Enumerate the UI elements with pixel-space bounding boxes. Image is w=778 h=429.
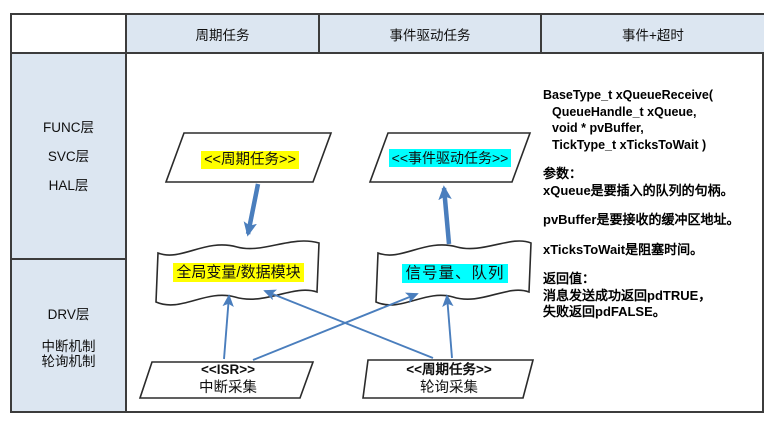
polling-label: 轮询采集 — [420, 380, 478, 396]
code-line-1: BaseType_t xQueueReceive( — [543, 88, 713, 102]
column2-divider — [318, 15, 320, 54]
header-cell-event-timeout: 事件+超时 — [542, 15, 764, 52]
event-task-label-wrap: <<事件驱动任务>> — [370, 148, 530, 168]
param-pvbuffer-desc: pvBuffer是要接收的缓冲区地址。 — [543, 212, 740, 227]
layer-task-table: 周期任务 事件驱动任务 事件+超时 FUNC层 SVC层 HAL层 DRV层 中… — [10, 13, 764, 413]
isr-stereotype-label: <<ISR>> — [200, 362, 256, 377]
semaphore-queue-label-wrap: 信号量、队列 — [375, 261, 535, 283]
arrow-periodic-to-global-icon — [243, 183, 261, 237]
arrow-polling-to-global-icon — [263, 289, 434, 359]
arrow-polling-to-queue-icon — [442, 294, 454, 359]
column3-divider — [540, 15, 542, 54]
arrow-isr-to-global-icon — [222, 294, 234, 360]
return-section-label: 返回值： — [543, 271, 596, 286]
sidebar-row-divider — [12, 258, 127, 260]
sidebar-cell-drv: DRV层 中断机制 轮询机制 — [12, 260, 125, 411]
return-fail-desc: 失败返回pdFALSE。 — [543, 304, 666, 319]
polling-label-wrap: <<周期任务>> 轮询采集 — [363, 360, 535, 398]
polling-parallelogram — [362, 359, 535, 399]
sidebar-cell-func-svc-hal: FUNC层 SVC层 HAL层 — [12, 54, 125, 258]
param-xqueue-desc: xQueue是要插入的队列的句柄。 — [543, 182, 734, 198]
event-task-label: <<事件驱动任务>> — [388, 149, 512, 167]
code-line-3: void * pvBuffer, — [552, 121, 644, 135]
global-data-label-wrap: 全局变量/数据模块 — [155, 261, 322, 282]
code-line-4: TickType_t xTicksToWait ) — [552, 137, 707, 152]
api-description-panel: BaseType_t xQueueReceive( QueueHandle_t … — [543, 87, 761, 321]
layer-label-polling-mechanism: 轮询机制 — [41, 353, 96, 369]
semaphore-queue-label: 信号量、队列 — [402, 264, 508, 283]
isr-parallelogram — [138, 361, 315, 399]
periodic-task-label: <<周期任务>> — [201, 151, 299, 169]
header-cell-event-driven-task: 事件驱动任务 — [320, 15, 540, 52]
param-xtickstowait-desc: xTicksToWait是阻塞时间。 — [543, 241, 704, 257]
layer-label-func: FUNC层 — [43, 119, 94, 135]
column1-divider — [125, 15, 127, 411]
header-cell-periodic-task: 周期任务 — [127, 15, 318, 52]
param-section-label: 参数： — [543, 166, 583, 181]
global-data-label: 全局变量/数据模块 — [173, 263, 304, 282]
return-success-desc: 消息发送成功返回pdTRUE， — [543, 287, 712, 303]
arrow-queue-to-event-icon — [438, 185, 452, 245]
periodic-task-label-wrap: <<周期任务>> — [170, 148, 330, 169]
layer-label-hal: HAL层 — [48, 177, 89, 193]
layer-label-interrupt-mechanism: 中断机制 — [41, 338, 96, 354]
code-line-2: QueueHandle_t xQueue, — [552, 104, 697, 119]
polling-stereotype-label: <<周期任务>> — [406, 362, 492, 377]
arrow-isr-to-queue-icon — [252, 292, 419, 361]
layer-label-drv: DRV层 — [47, 306, 90, 322]
isr-label: 中断采集 — [199, 380, 257, 396]
layer-label-svc: SVC层 — [47, 148, 90, 164]
header-bottom-border — [12, 52, 762, 54]
isr-label-wrap: <<ISR>> 中断采集 — [143, 360, 313, 398]
header-cell-empty — [12, 15, 125, 52]
